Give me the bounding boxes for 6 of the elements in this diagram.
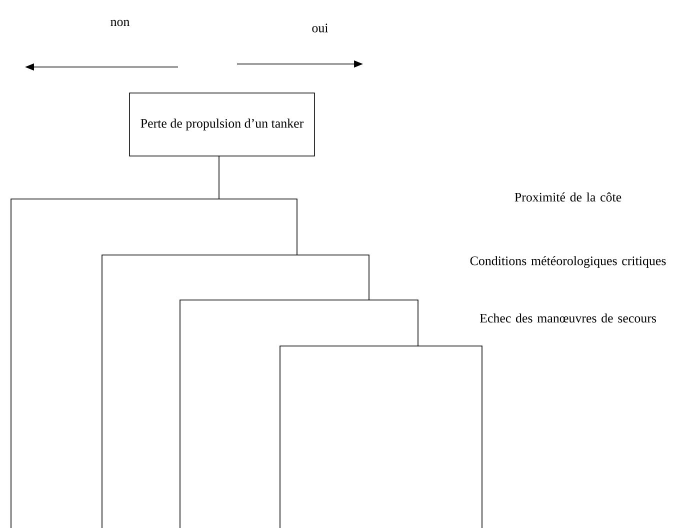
choice-label: non [110, 20, 130, 26]
event-label: Proximité de la côte [514, 192, 622, 202]
event-label: Echec des manœuvres de secours [480, 313, 656, 323]
choice-label: oui [312, 24, 328, 32]
event-box: Perte de propulsion d’un tanker [129, 92, 315, 156]
event-label: Conditions météorologiques critiques [470, 256, 666, 268]
